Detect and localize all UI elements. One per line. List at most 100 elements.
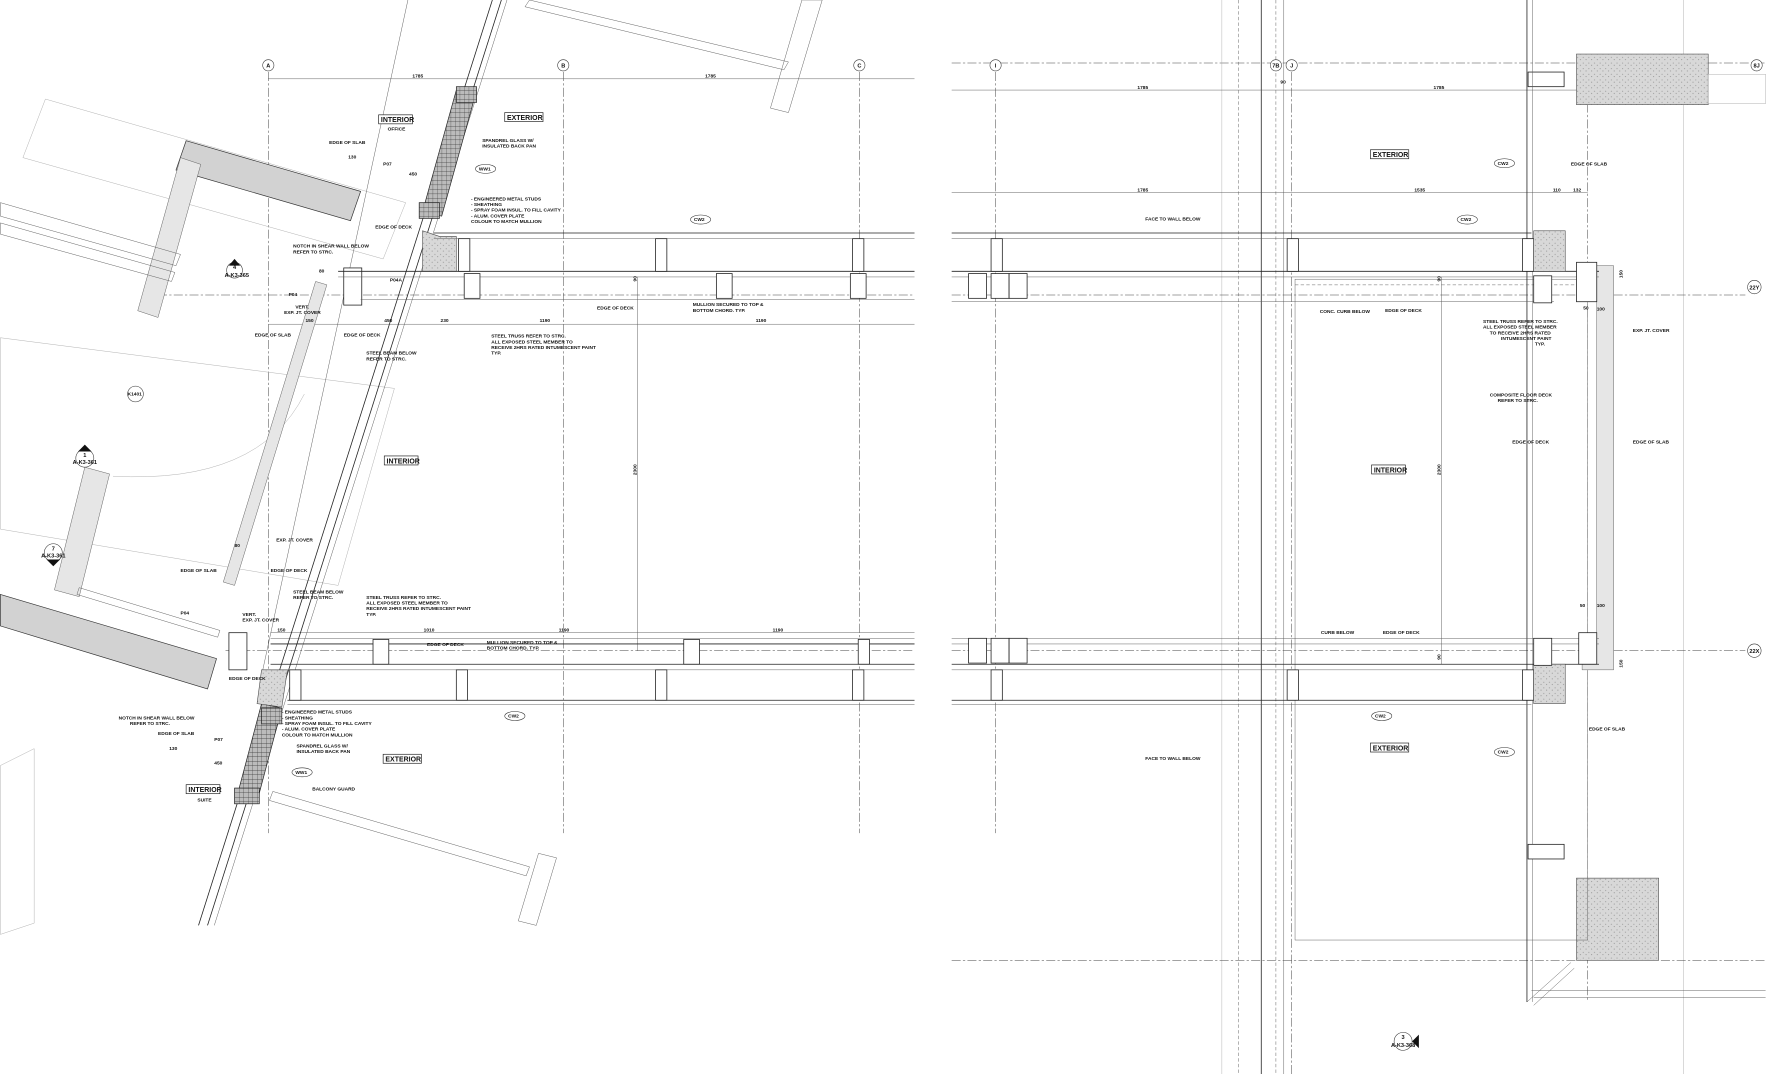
mullion [458,238,471,272]
tag-p04a: P04A [390,277,403,283]
section-marker: 7A-K3-361 [41,543,65,567]
room-tag-exterior: EXTERIOR [1370,742,1410,753]
svg-text:CURB BELOW: CURB BELOW [1321,630,1355,636]
svg-text:CW2: CW2 [1498,750,1509,756]
dimension-text: 132 [1573,187,1581,193]
wall-line [0,202,181,266]
mullion [655,238,668,272]
dimension-text: 150 [277,628,285,634]
svg-text:7: 7 [52,547,55,553]
svg-text:CW2: CW2 [694,217,705,223]
svg-text:EXTERIOR: EXTERIOR [507,115,543,122]
mullion-pair [261,707,283,725]
svg-text:EDGE OF DECK: EDGE OF DECK [427,642,464,648]
mullion [1522,238,1535,272]
svg-text:EDGE OF DECK: EDGE OF DECK [375,225,412,231]
svg-text:COLOUR TO MATCH MULLION: COLOUR TO MATCH MULLION [471,219,542,225]
shear-wall [54,466,110,597]
svg-text:EXTERIOR: EXTERIOR [1373,152,1409,159]
svg-text:J: J [1290,64,1293,70]
mullion [990,669,1003,701]
dimension-text: 150 [1619,270,1625,278]
svg-text:TO RECEIVE 2HRS RATED: TO RECEIVE 2HRS RATED [1490,330,1552,336]
room-outline [22,98,406,260]
svg-text:EXP. JT. COVER: EXP. JT. COVER [1633,328,1670,334]
svg-text:- ALUM. COVER PLATE: - ALUM. COVER PLATE [471,213,525,219]
dimension-text: 450 [384,318,392,324]
truss-post [372,639,390,665]
insulated-wall-fill [422,230,457,272]
svg-text:4: 4 [233,265,237,271]
svg-text:INTERIOR: INTERIOR [188,787,221,794]
svg-text:EDGE OF DECK: EDGE OF DECK [1385,308,1422,314]
concrete-slab-lower [0,593,217,690]
dimension-text: 90 [1436,654,1442,660]
svg-text:EDGE OF DECK: EDGE OF DECK [1383,630,1420,636]
svg-text:SPANDREL GLASS W/: SPANDREL GLASS W/ [482,138,534,144]
svg-text:- ALUM. COVER PLATE: - ALUM. COVER PLATE [282,727,336,733]
grid-bubble-7b: 7B [1269,59,1282,72]
grid-bubble-c: C [853,59,866,72]
grid-bubble-8j: 8J [1750,59,1763,72]
wall-type-tag-cw2: CW2 [1371,711,1393,721]
dimension-text: 2300 [1436,464,1442,475]
svg-text:STEEL TRUSS REFER TO STRC.: STEEL TRUSS REFER TO STRC. [1483,319,1558,325]
truss-post [683,639,700,665]
svg-text:- ENGINEERED METAL STUDS: - ENGINEERED METAL STUDS [471,196,542,202]
svg-text:NOTCH IN SHEAR WALL BELOW: NOTCH IN SHEAR WALL BELOW [119,715,195,721]
dimension-text: 110 [1553,187,1561,193]
svg-text:A-K3-361: A-K3-361 [73,460,97,466]
svg-text:EDGE OF SLAB: EDGE OF SLAB [329,140,366,146]
wall-type-tag-cw2: CW2 [1456,214,1478,225]
svg-text:C: C [857,64,861,70]
wall-type-tag-cw2: CW2 [1494,747,1515,757]
svg-text:BOTTOM CHORD. TYP.: BOTTOM CHORD. TYP. [693,308,746,314]
wall-outline [770,0,823,113]
truss-post [1008,637,1028,664]
truss-post [968,637,987,664]
dimension-text: 100 [1597,307,1605,313]
mullion [1286,238,1299,272]
mullion-pair [234,787,260,805]
svg-text:B: B [561,64,565,70]
svg-text:8J: 8J [1753,64,1759,70]
svg-text:INTUMESCENT PAINT: INTUMESCENT PAINT [1501,336,1551,342]
dimension-text: 80 [235,543,241,549]
edge-of-slab-strip [1581,265,1614,671]
dimension-text: 150 [305,318,313,324]
door-swing [112,393,305,478]
svg-text:7B: 7B [1272,64,1279,70]
truss-post [1008,273,1028,299]
svg-text:1: 1 [83,453,86,459]
svg-text:WW1: WW1 [295,770,307,776]
dimension-text: 50 [1583,306,1589,312]
dimension-text: 450 [214,760,222,766]
svg-text:EDGE OF DECK: EDGE OF DECK [229,676,266,682]
curtain-wall-glazing-upper [422,89,476,217]
dimension-text: 90 [1280,79,1286,85]
tag-p04: P04 [181,611,190,617]
svg-text:STEEL TRUSS REFER TO STRC.: STEEL TRUSS REFER TO STRC. [491,334,566,340]
mullion [455,669,468,701]
svg-text:EXTERIOR: EXTERIOR [1373,745,1409,752]
svg-text:VERT.: VERT. [242,612,256,618]
svg-text:A-K3-365: A-K3-365 [225,273,249,279]
wall-type-tag-ww1: WW1 [475,164,497,174]
room-number-bubble: K1401 [127,385,144,403]
room-tag-interior: INTERIOR [383,455,420,466]
svg-text:MULLION SECURED TO TOP &: MULLION SECURED TO TOP & [693,302,764,308]
svg-text:EXP. JT. COVER: EXP. JT. COVER [276,538,313,544]
room-tag-interior: INTERIOR [1371,464,1407,475]
svg-text:- ENGINEERED METAL STUDS: - ENGINEERED METAL STUDS [282,710,353,716]
svg-text:REFER TO STRC.: REFER TO STRC. [130,721,171,727]
grid-bubble-i: I [989,59,1002,72]
svg-text:SUITE: SUITE [197,798,212,804]
right-plan: I 7B J K 8J 22Y 22X [951,0,1766,1074]
svg-text:I: I [995,64,997,70]
svg-text:- SPRAY FOAM INSUL. TO FILL CA: - SPRAY FOAM INSUL. TO FILL CAVITY [471,208,562,214]
steel-column [228,632,248,671]
svg-text:- SPRAY FOAM INSUL. TO FILL CA: - SPRAY FOAM INSUL. TO FILL CAVITY [282,721,373,727]
svg-text:CW2: CW2 [1498,161,1509,167]
svg-text:BOTTOM CHORD. TYP.: BOTTOM CHORD. TYP. [487,646,540,652]
